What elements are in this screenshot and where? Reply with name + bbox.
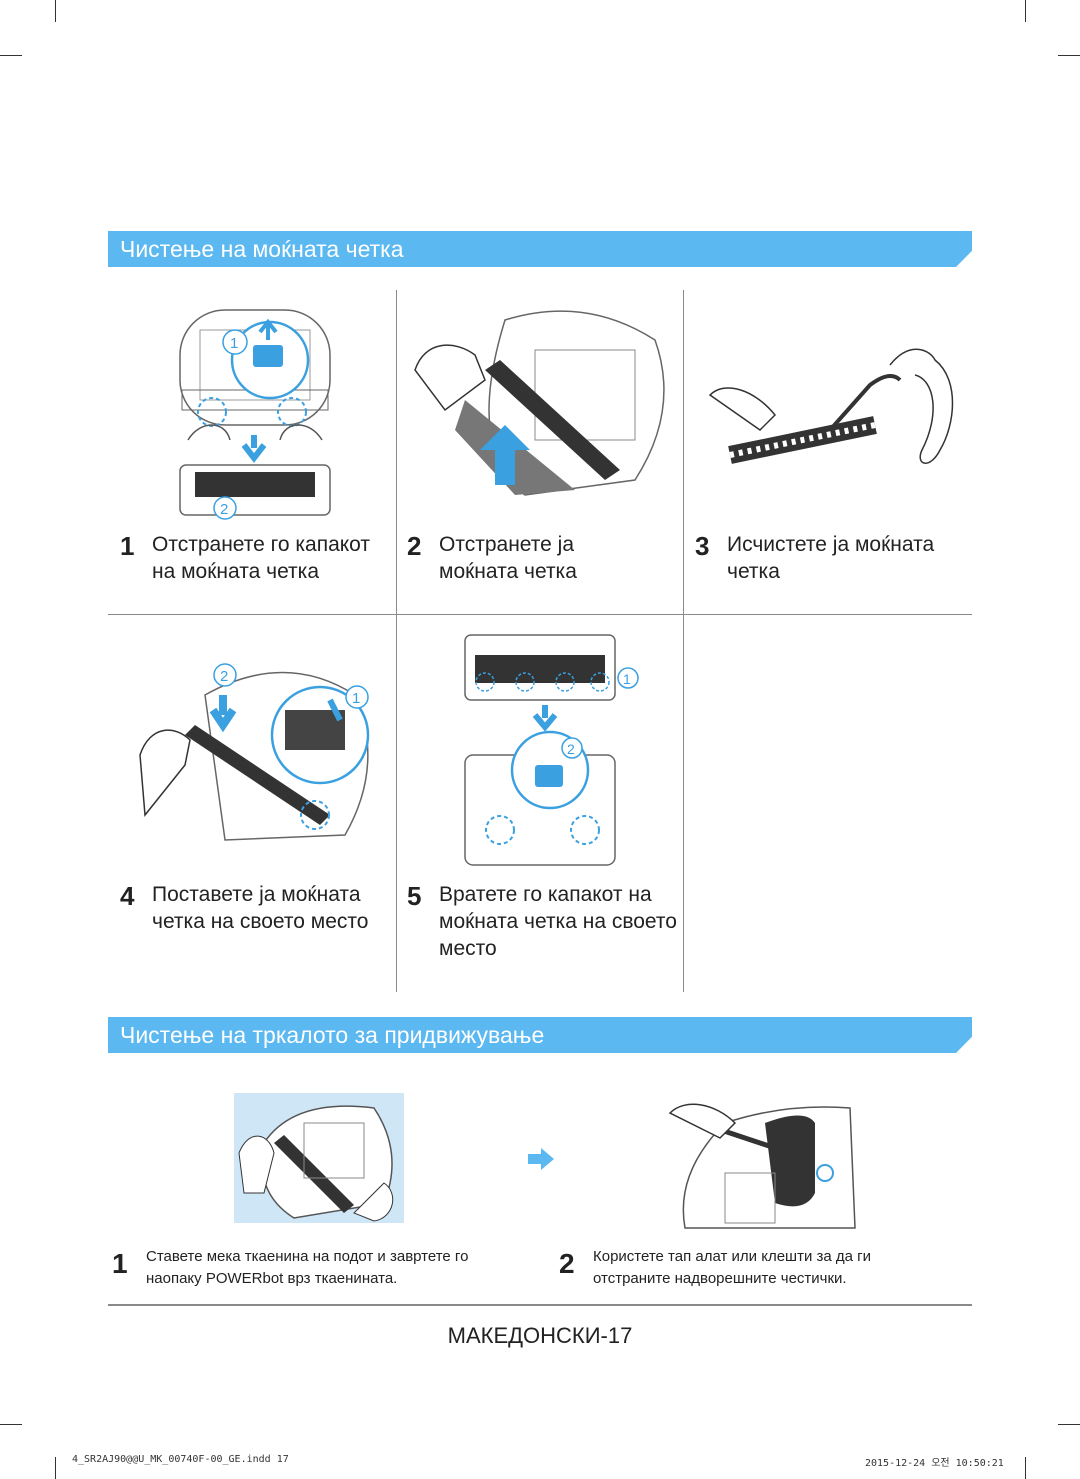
step-number: 1 [112,1248,128,1279]
step-number: 2 [407,531,422,561]
step-number: 5 [407,881,422,911]
section-title-wheel: Чистење на тркалото за придвижување [108,1017,972,1053]
crop-mark [1058,1424,1080,1425]
step-text: Ставете мека ткаенина на подот и завртет… [146,1248,469,1287]
crop-mark [55,0,56,22]
crop-mark [55,1457,56,1479]
step-number: 4 [120,881,135,911]
page-number: МАКЕДОНСКИ-17 [0,1323,1080,1349]
illustration-remove-cover: 1 2 [179,309,331,520]
illustration-clean-brush [708,348,954,464]
callout-2: 2 [567,741,575,757]
step-text: Исчистете ја моќната четка [727,533,935,583]
step-text: Вратете го капакот на моќната четка на с… [439,883,677,960]
page-number-value: 17 [607,1323,633,1348]
crop-mark [1025,1457,1026,1479]
page-language: МАКЕДОНСКИ- [447,1323,608,1348]
step-text: Користете тап алат или клешти за да ги о… [593,1248,871,1287]
row-divider [108,614,972,615]
step-text: Поставете ја моќната четка на своето мес… [152,883,369,933]
illustration-replace-cover: 1 2 [464,634,639,866]
bottom-rule [108,1304,972,1306]
callout-2: 2 [220,668,228,685]
footer-file: 4_SR2AJ90@@U_MK_00740F-00_GE.indd 17 [72,1454,289,1465]
illustration-wheel-flip [234,1093,404,1223]
step-number: 1 [120,531,135,561]
crop-mark [0,55,22,56]
callout-1: 1 [623,671,631,687]
step-number: 2 [559,1248,575,1279]
crop-mark [1058,55,1080,56]
step-text: Отстранете ја моќната четка [439,533,577,583]
callout-1: 1 [352,690,360,707]
callout-2: 2 [220,501,228,518]
step-text: Отстранете го капакот на моќната четка [152,533,371,583]
column-divider [396,290,397,992]
section-title-main-brush: Чистење на моќната четка [108,231,972,267]
crop-mark [1025,0,1026,22]
footer-date: 2015-12-24 오전 10:50:21 [865,1458,1004,1469]
step-number: 3 [695,531,710,561]
illustration-wheel-clean [668,1103,856,1229]
arrow-right-icon [528,1148,554,1170]
illustration-remove-brush [414,310,665,496]
column-divider [683,290,684,992]
callout-1: 1 [230,335,238,352]
illustration-install-brush: 2 1 [139,663,370,841]
crop-mark [0,1424,22,1425]
